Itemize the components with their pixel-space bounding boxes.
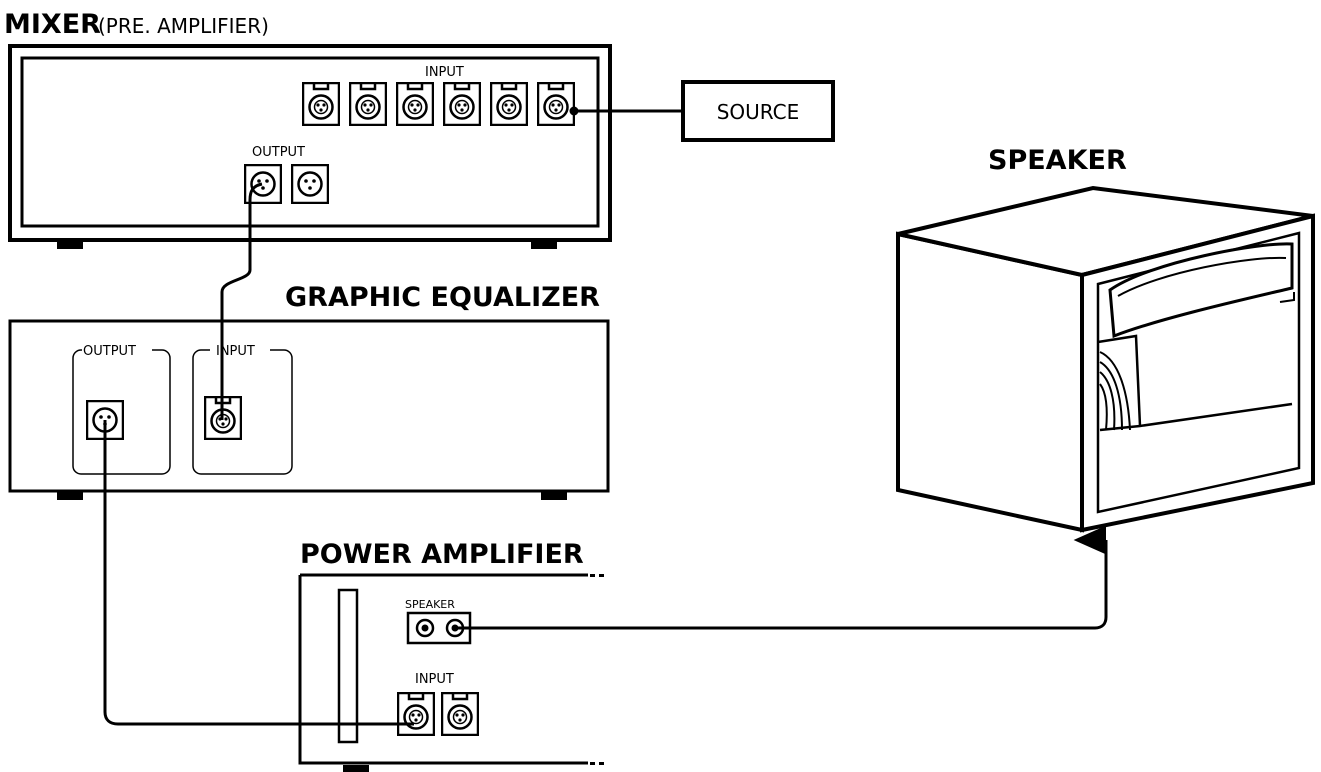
source-box: SOURCE xyxy=(681,80,835,142)
cable-mixer-to-eq xyxy=(220,182,263,420)
mixer-input-jack[interactable] xyxy=(349,82,387,126)
equalizer-unit: GRAPHIC EQUALIZER OUTPUT INPUT xyxy=(8,282,610,500)
power-amp-speaker-label: SPEAKER xyxy=(405,598,455,611)
cables xyxy=(103,106,1108,726)
mixer-output-label: OUTPUT xyxy=(252,145,305,160)
mixer-foot-right xyxy=(531,240,557,249)
equalizer-input-label: INPUT xyxy=(216,344,255,359)
mixer-output-jack[interactable] xyxy=(291,164,329,204)
mixer-input-jack[interactable] xyxy=(537,82,575,126)
mixer-input-jack[interactable] xyxy=(396,82,434,126)
speaker-cabinet: SPEAKER xyxy=(896,145,1315,533)
mixer-input-jack[interactable] xyxy=(302,82,340,126)
mixer-title: MIXER xyxy=(4,9,101,40)
equalizer-output-label: OUTPUT xyxy=(83,344,136,359)
mixer-input-label: INPUT xyxy=(425,65,464,80)
mixer-input-jack[interactable] xyxy=(443,82,481,126)
cable-eq-to-amp xyxy=(103,420,414,726)
power-amp-input-jack[interactable] xyxy=(441,692,479,736)
mixer-foot-left xyxy=(57,240,83,249)
equalizer-foot-right xyxy=(541,491,567,500)
power-amp-unit: POWER AMPLIFIER SPEAKER INPUT xyxy=(298,539,604,772)
source-label: SOURCE xyxy=(717,100,800,124)
mixer-input-jack[interactable] xyxy=(490,82,528,126)
equalizer-title: GRAPHIC EQUALIZER xyxy=(285,282,600,313)
cable-amp-to-speaker xyxy=(455,525,1108,630)
equalizer-foot-left xyxy=(57,491,83,500)
speaker-title: SPEAKER xyxy=(988,145,1127,176)
power-amp-input-label: INPUT xyxy=(415,672,454,687)
power-amp-input-jack[interactable] xyxy=(397,692,435,736)
power-amp-handle xyxy=(337,588,359,744)
mixer-subtitle: (PRE. AMPLIFIER) xyxy=(98,14,269,38)
power-amp-title: POWER AMPLIFIER xyxy=(300,539,584,570)
mixer-unit: MIXER (PRE. AMPLIFIER) INPUT OUTPUT xyxy=(4,9,612,249)
